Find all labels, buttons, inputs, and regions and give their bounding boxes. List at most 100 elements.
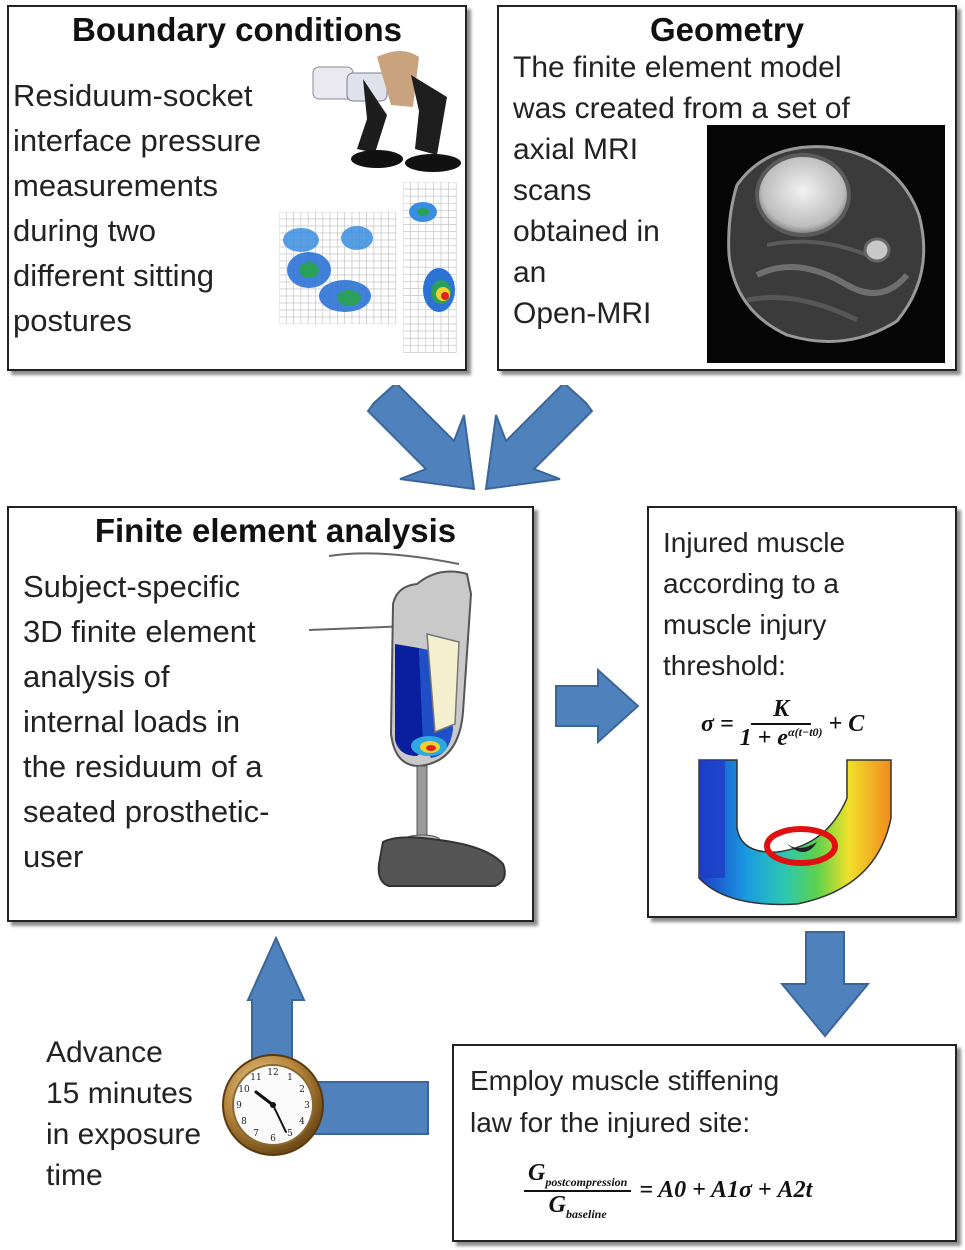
grid-cell [380, 253, 389, 262]
text-line: measurements [13, 168, 219, 203]
grid-cell [351, 253, 360, 262]
grid-cell [403, 323, 411, 332]
grid-cell [358, 267, 367, 276]
grid-cell [300, 316, 309, 324]
text-line: The finite element model [513, 51, 842, 84]
injury-threshold-equation: σ = K 1 + eα(t−t0) + C [701, 696, 865, 751]
text-line: 15 minutes [46, 1077, 193, 1110]
grid-cell [388, 281, 397, 290]
grid-cell [403, 231, 411, 240]
grid-cell [425, 238, 434, 247]
svg-text:9: 9 [236, 1101, 242, 1111]
grid-cell [417, 252, 427, 261]
grid-cell [440, 259, 449, 268]
grid-cell [322, 246, 331, 255]
grid-cell [388, 260, 397, 269]
seated-legs-photo [312, 51, 461, 172]
pressure-map-right [403, 182, 457, 353]
grid-cell [315, 302, 324, 311]
grid-cell [388, 274, 397, 283]
fea-box: Finite element analysis Subject-specific… [7, 506, 534, 922]
grid-cell [366, 267, 375, 276]
grid-cell [373, 225, 382, 234]
grid-cell [279, 253, 287, 262]
grid-cell [440, 210, 449, 218]
grid-cell [440, 188, 449, 197]
grid-cell [403, 202, 411, 211]
grid-cell [279, 309, 287, 318]
grid-cell [410, 238, 419, 247]
grid-cell [337, 253, 346, 262]
equation-denominator: G [548, 1191, 567, 1218]
grid-cell [410, 195, 419, 204]
grid-cell [380, 218, 389, 227]
grid-cell [448, 252, 457, 261]
grid-cell [417, 337, 427, 346]
text-line: law for the injured site: [470, 1107, 751, 1138]
grid-cell [448, 309, 457, 318]
grid-cell [403, 252, 411, 261]
grid-cell [403, 337, 411, 346]
grid-cell [417, 182, 427, 190]
grid-cell [293, 309, 302, 318]
grid-cell [307, 288, 316, 297]
grid-cell [366, 281, 375, 290]
equation-numerator: K [751, 696, 812, 725]
grid-cell [366, 309, 375, 318]
grid-cell [440, 337, 449, 346]
grid-cell [425, 259, 434, 268]
grid-cell [300, 302, 309, 311]
grid-cell [417, 231, 427, 240]
geometry-box: Geometry The finite element model was cr… [497, 5, 957, 371]
grid-cell [315, 225, 324, 234]
grid-cell [388, 316, 397, 324]
grid-cell [373, 212, 382, 220]
grid-cell [322, 232, 331, 241]
grid-cell [388, 253, 397, 262]
grid-cell [351, 218, 360, 227]
grid-cell [448, 330, 457, 339]
grid-cell [410, 273, 419, 282]
grid-cell [417, 224, 427, 233]
fea-text: Subject-specific 3D finite element analy… [23, 564, 269, 879]
text-line: muscle injury [663, 609, 827, 640]
grid-cell [279, 295, 287, 304]
equation-numerator-subscript: postcompression [545, 1174, 628, 1189]
pressure-map-left [279, 212, 397, 324]
grid-cell [351, 267, 360, 276]
grid-cell [373, 232, 382, 241]
grid-cell [337, 212, 346, 220]
grid-cell [279, 260, 287, 269]
converging-arrows [366, 385, 594, 491]
grid-cell [403, 224, 411, 233]
grid-cell [358, 309, 367, 318]
arrow-down-left [484, 385, 594, 491]
grid-cell [279, 246, 287, 255]
advance-time-text: Advance 15 minutes in exposure time [46, 1032, 201, 1196]
grid-cell [448, 238, 457, 247]
grid-cell [380, 239, 389, 248]
grid-cell [403, 245, 411, 254]
svg-text:8: 8 [241, 1117, 247, 1127]
injury-contour-plot [698, 759, 892, 906]
grid-cell [315, 246, 324, 255]
grid-cell [440, 252, 449, 261]
grid-cell [329, 267, 338, 276]
grid-cell [417, 266, 427, 275]
grid-cell [433, 252, 442, 261]
grid-cell [344, 260, 353, 269]
grid-cell [358, 316, 367, 324]
grid-cell [279, 281, 287, 290]
grid-cell [322, 316, 331, 324]
svg-text:11: 11 [250, 1073, 261, 1083]
grid-cell [425, 188, 434, 197]
grid-cell [403, 217, 411, 225]
grid-cell [279, 316, 287, 324]
grid-cell [358, 274, 367, 283]
grid-cell [373, 295, 382, 304]
text-line: Employ muscle stiffening [470, 1065, 780, 1096]
grid-cell [410, 224, 419, 233]
grid-cell [380, 246, 389, 255]
grid-cell [440, 195, 449, 204]
